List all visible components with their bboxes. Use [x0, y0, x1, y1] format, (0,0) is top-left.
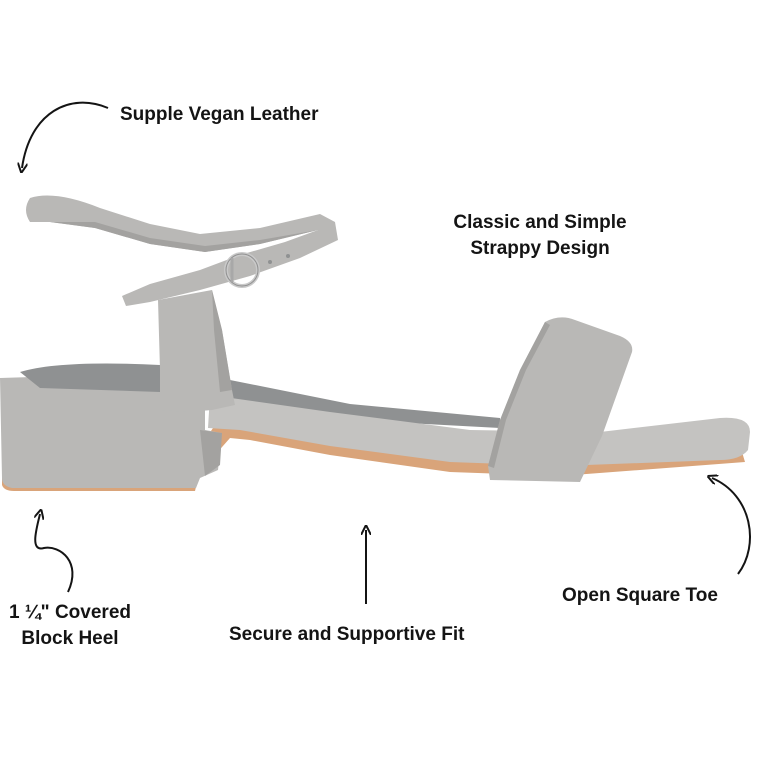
annotation-strappy-design: Classic and Simple Strappy Design — [430, 210, 650, 262]
sandal-insole — [20, 363, 500, 428]
arrow-vegan-leather — [22, 101, 109, 168]
arrow-heel — [35, 514, 74, 593]
annotation-square-toe: Open Square Toe — [562, 583, 718, 609]
sandal-toe-strap — [488, 317, 633, 482]
arrow-toe — [712, 478, 751, 575]
annotation-text: Block Heel — [21, 628, 119, 649]
annotation-supportive-fit: Secure and Supportive Fit — [229, 622, 464, 648]
annotation-block-heel: 1 ¼" Covered Block Heel — [0, 600, 140, 652]
annotation-text: 1 ¼" Covered — [8, 602, 131, 623]
sandal-ankle-strap — [26, 195, 338, 306]
annotation-text: Supple Vegan Leather — [120, 104, 319, 125]
annotation-text: Secure and Supportive Fit — [229, 624, 465, 645]
annotation-text: Open Square Toe — [562, 585, 718, 606]
annotation-text: Strappy Design — [470, 238, 610, 259]
sandal-footbed — [208, 395, 750, 466]
annotation-text: Classic and Simple — [453, 212, 627, 233]
annotation-vegan-leather: Supple Vegan Leather — [120, 102, 319, 128]
